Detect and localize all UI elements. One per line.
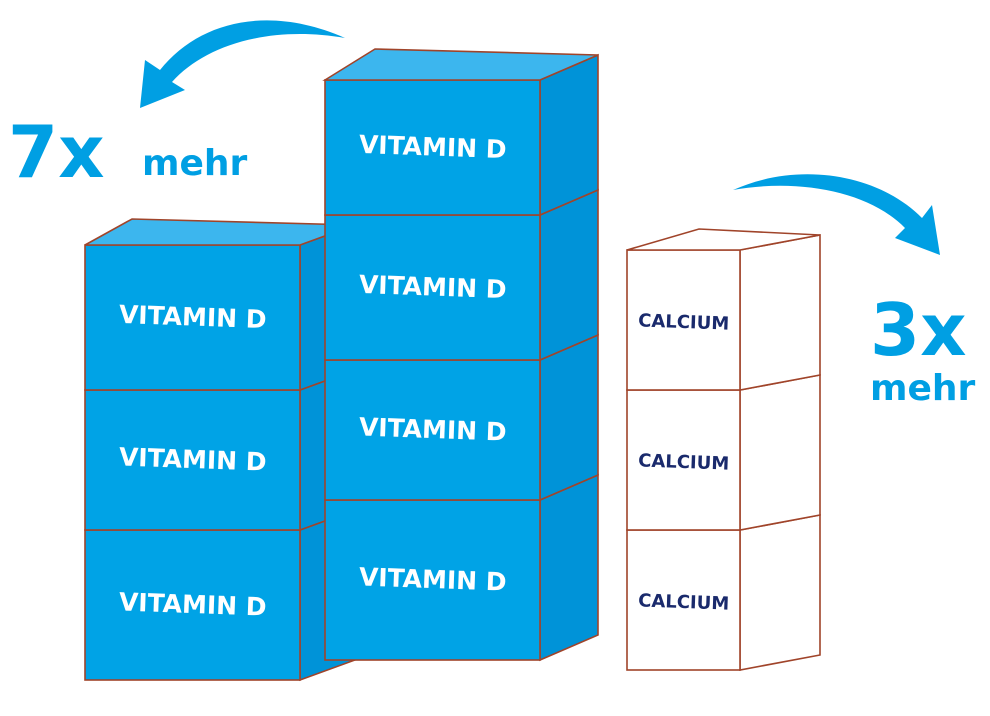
- vitamin-d-box: VITAMIN D: [84, 218, 356, 392]
- box-front-face: [626, 529, 741, 671]
- box-label: CALCIUM: [638, 590, 730, 614]
- box-top-face: [626, 228, 821, 251]
- box-side-face: [539, 333, 599, 502]
- box-label: CALCIUM: [638, 310, 730, 334]
- vitamin-d-box: VITAMIN D: [324, 188, 599, 362]
- box-label: CALCIUM: [638, 450, 730, 474]
- box-label: VITAMIN D: [358, 130, 507, 164]
- right-mehr: mehr: [870, 368, 976, 409]
- box-front-face: [626, 249, 741, 391]
- box-side-face: [539, 473, 599, 662]
- curved-arrow-right-icon: [733, 174, 940, 255]
- box-label: VITAMIN D: [118, 300, 267, 334]
- box-front-face: [324, 359, 541, 501]
- box-side-face: [739, 234, 821, 391]
- vitamin-d-box: VITAMIN D: [84, 508, 356, 682]
- curved-arrow-left-icon: [140, 20, 345, 108]
- box-label: VITAMIN D: [118, 442, 267, 476]
- calcium-box: CALCIUM: [626, 374, 821, 531]
- box-front-face: [84, 244, 301, 391]
- box-side-face: [739, 374, 821, 531]
- left-mehr: mehr: [142, 143, 248, 184]
- vitamin-d-box: VITAMIN D: [324, 473, 599, 662]
- box-top-face: [322, 48, 599, 81]
- calcium-box: CALCIUM: [626, 228, 821, 391]
- box-front-face: [324, 79, 541, 216]
- right-multiplier: 3x: [870, 288, 967, 372]
- box-side-face: [539, 53, 599, 217]
- box-label: VITAMIN D: [358, 270, 507, 304]
- left-multiplier: 7x: [8, 110, 105, 194]
- vitamin-d-box: VITAMIN D: [322, 48, 599, 217]
- box-side-face: [539, 188, 599, 362]
- box-label: VITAMIN D: [358, 412, 507, 446]
- box-front-face: [84, 529, 301, 681]
- box-front-face: [324, 499, 541, 661]
- vitamin-d-box: VITAMIN D: [84, 368, 356, 532]
- box-side-face: [739, 514, 821, 671]
- box-label: VITAMIN D: [358, 562, 507, 596]
- vitamin-d-box: VITAMIN D: [324, 333, 599, 502]
- box-label: VITAMIN D: [118, 587, 267, 621]
- calcium-box: CALCIUM: [626, 514, 821, 671]
- box-front-face: [626, 389, 741, 531]
